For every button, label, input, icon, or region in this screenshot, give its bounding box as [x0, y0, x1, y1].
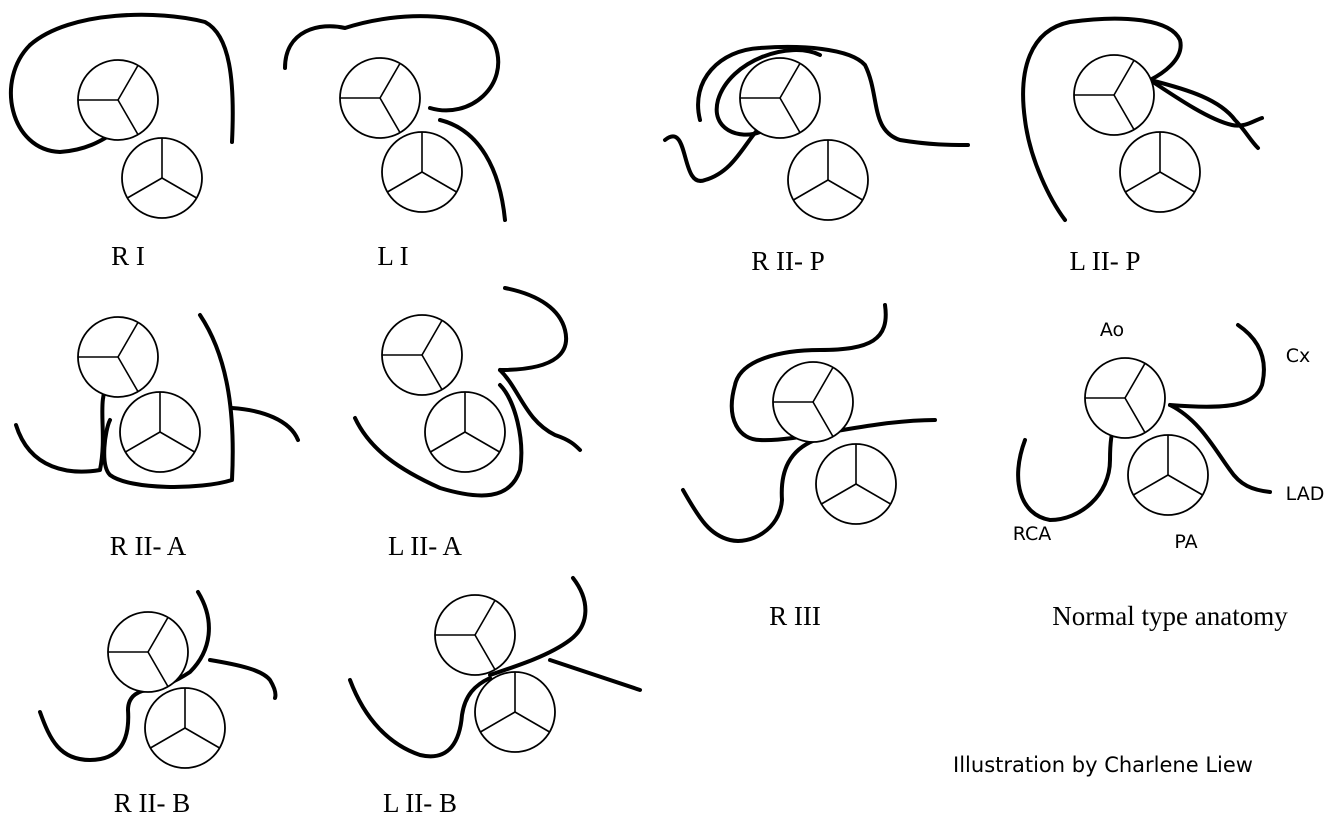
pulmonary-valve — [425, 392, 505, 472]
panel-l-ii-a: L II- A — [355, 288, 580, 561]
circumflex-artery — [1170, 325, 1264, 407]
pulmonary-valve — [145, 688, 225, 768]
coronary-course — [40, 690, 150, 760]
pulmonary-valve — [120, 392, 200, 472]
aortic-valve — [435, 595, 515, 675]
panel-caption: L I — [377, 241, 408, 271]
pulmonary-valve — [1128, 435, 1208, 515]
pulmonary-valve — [475, 672, 555, 752]
coronary-course — [1150, 80, 1262, 126]
panel-caption: R II- A — [110, 531, 187, 561]
panel-l-ii-b: L II- B — [350, 578, 640, 818]
aortic-valve — [340, 58, 420, 138]
panel-caption: R III — [769, 601, 821, 631]
coronary-course — [550, 660, 640, 690]
aortic-valve — [1085, 358, 1165, 438]
panel-caption: Normal type anatomy — [1052, 601, 1288, 631]
coronary-course — [698, 47, 968, 145]
coronary-course — [210, 660, 275, 698]
aortic-valve — [1074, 55, 1154, 135]
panel-caption: L II- P — [1070, 246, 1141, 276]
panel-normal-anatomy: Ao Cx LAD RCA PA Normal type anatomy — [1013, 319, 1325, 631]
illustration-credit: Illustration by Charlene Liew — [953, 753, 1253, 777]
pulmonary-valve — [382, 132, 462, 212]
coronary-course — [683, 440, 815, 541]
pulmonary-valve — [122, 138, 202, 218]
pulmonary-valve — [1120, 132, 1200, 212]
coronary-course — [232, 408, 298, 440]
panel-caption: R I — [111, 241, 145, 271]
coronary-course — [16, 380, 110, 472]
panel-caption: R II- P — [751, 246, 825, 276]
rca-label: RCA — [1013, 523, 1052, 545]
panel-r-i: R I — [11, 15, 233, 271]
circumflex-label: Cx — [1286, 345, 1311, 367]
aortic-valve — [78, 317, 158, 397]
panel-l-ii-p: L II- P — [1023, 19, 1262, 276]
coronary-course — [350, 678, 490, 756]
panel-caption: R II- B — [114, 788, 191, 818]
pulmonary-valve — [816, 444, 896, 524]
aorta-label: Ao — [1100, 319, 1124, 341]
panel-r-iii: R III — [683, 305, 935, 631]
panel-r-ii-a: R II- A — [16, 315, 298, 561]
aortic-valve — [382, 315, 462, 395]
aortic-valve — [773, 362, 853, 442]
panel-l-i: L I — [285, 16, 505, 271]
aortic-valve — [78, 60, 158, 140]
panel-r-ii-b: R II- B — [40, 592, 275, 818]
aortic-valve — [740, 58, 820, 138]
panel-caption: L II- A — [388, 531, 462, 561]
pulmonary-artery-label: PA — [1174, 531, 1197, 553]
pulmonary-valve — [788, 140, 868, 220]
lad-label: LAD — [1286, 483, 1325, 505]
panel-caption: L II- B — [383, 788, 457, 818]
right-coronary-artery — [1018, 425, 1115, 520]
coronary-course — [500, 288, 566, 370]
panel-r-ii-p: R II- P — [665, 47, 968, 276]
aortic-valve — [108, 612, 188, 692]
